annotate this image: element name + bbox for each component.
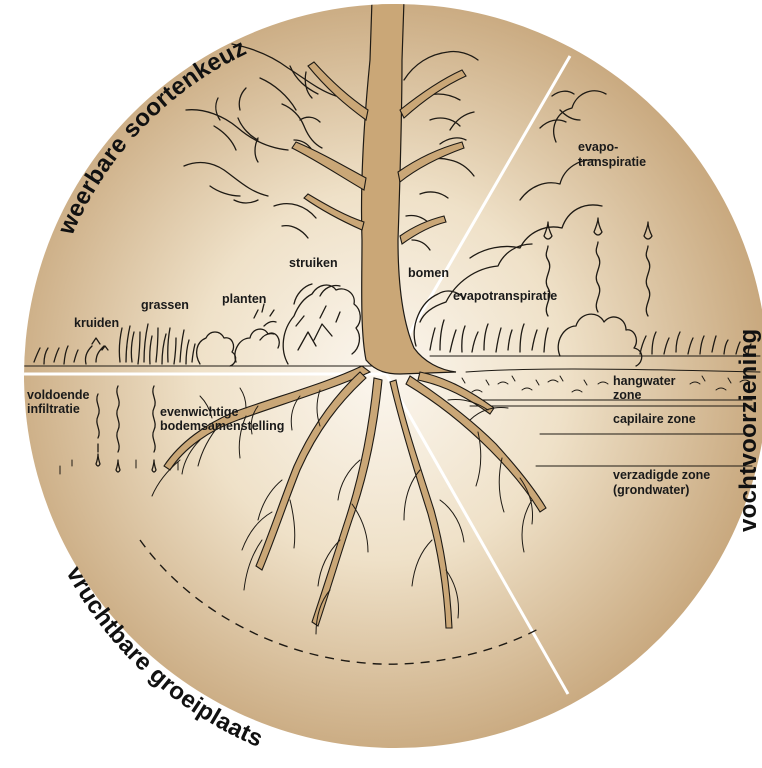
label-planten: planten [222,292,266,306]
label-bomen: bomen [408,266,449,280]
label-bodemsamenstelling: bodemsamenstelling [160,419,284,433]
label-grondwater: (grondwater) [613,483,689,497]
label-grassen: grassen [141,298,189,312]
label-evenwichtige: evenwichtige [160,405,239,419]
label-hangwater-zone: zone [613,388,642,402]
label-transpiratie: transpiratie [578,155,646,169]
label-struiken: struiken [289,256,338,270]
label-hangwater: hangwater [613,374,676,388]
label-capilaire-zone: capilaire zone [613,412,696,426]
label-evapotranspiratie: evapotranspiratie [453,289,557,303]
label-verzadigde-zone: verzadigde zone [613,468,710,482]
label-infiltratie: infiltratie [27,402,80,416]
title-vochtvoorziening: vochtvoorziening [735,329,762,532]
label-voldoende: voldoende [27,388,90,402]
label-kruiden: kruiden [74,316,119,330]
label-evapo: evapo- [578,140,618,154]
